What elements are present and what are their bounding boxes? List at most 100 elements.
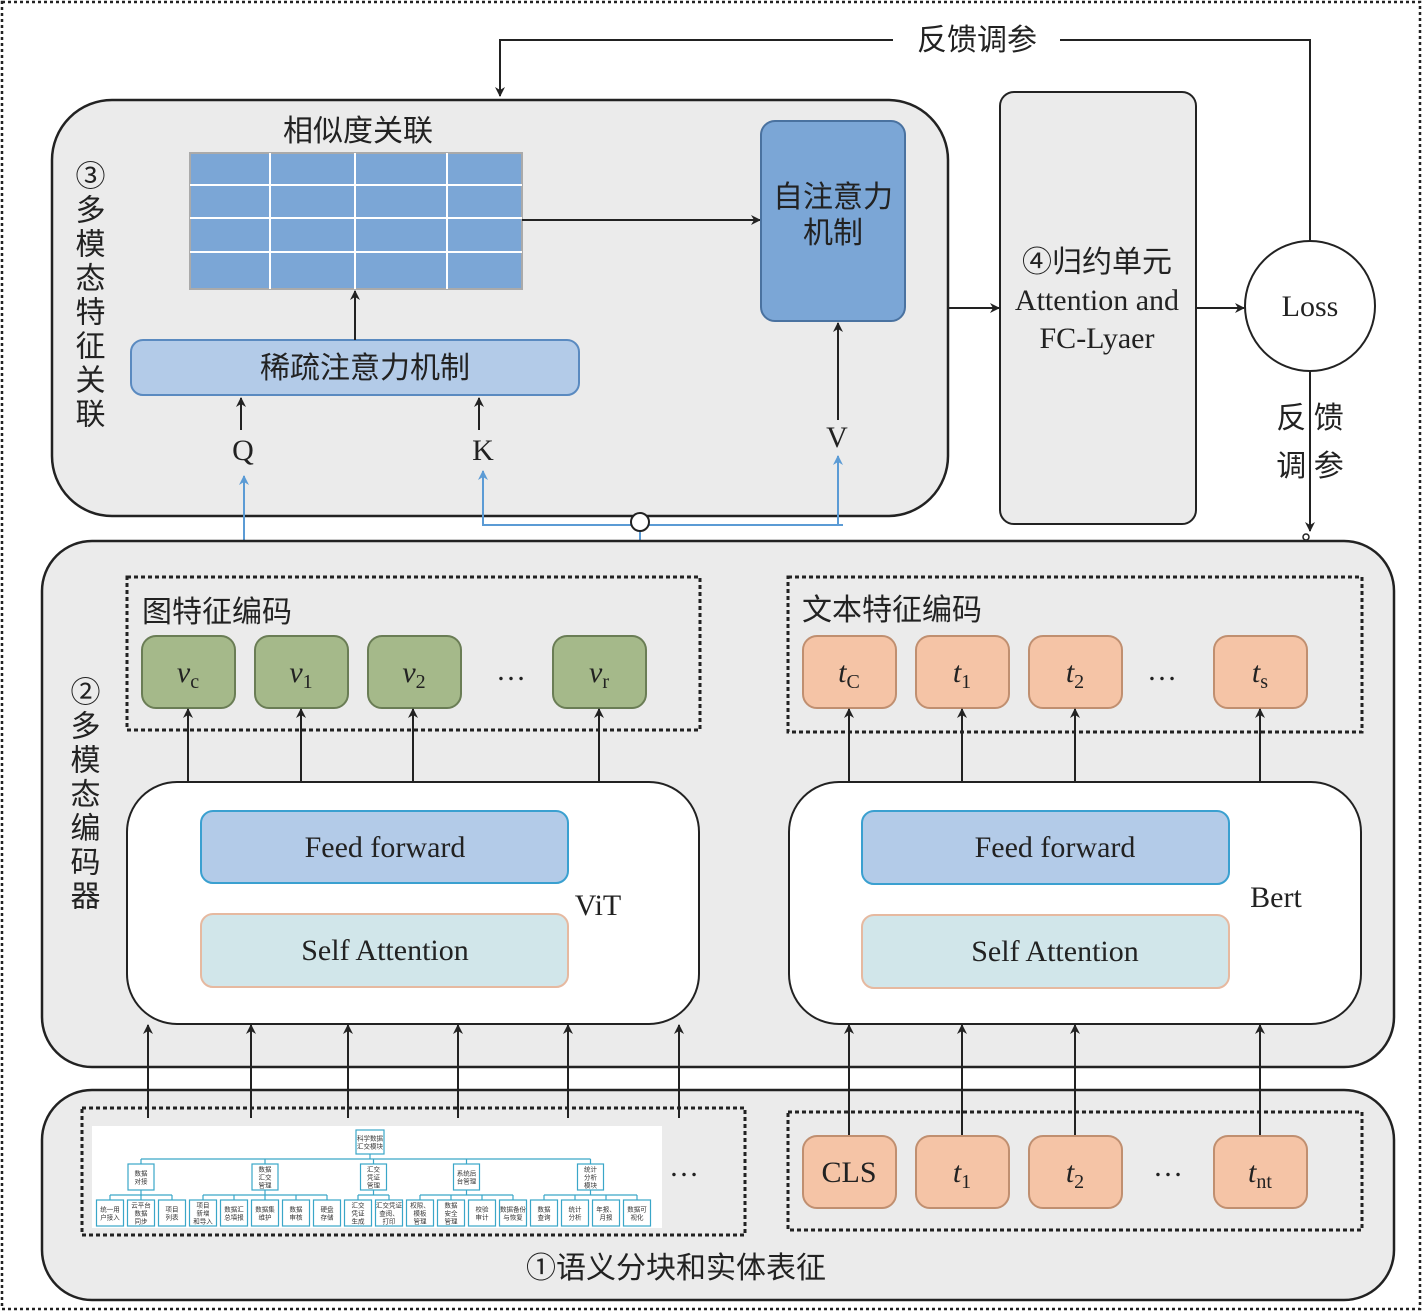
token-base: CLS (821, 1156, 876, 1189)
token-label: t1 (953, 656, 971, 693)
sparse-attention-label: 稀疏注意力机制 (260, 352, 470, 385)
module2-label: ②多模态编码器 (66, 676, 101, 914)
tree-leaf-text: 查询 (538, 1213, 552, 1222)
token-box (802, 1135, 897, 1209)
tree-leaf (436, 1199, 466, 1227)
tree-leaf-text: 打印 (383, 1217, 396, 1226)
text-token-ellipsis: … (1147, 654, 1177, 687)
q-label: Q (232, 434, 254, 467)
tree-branch-text: 台管理 (457, 1177, 477, 1186)
module3-label: ③多模态特征关联 (71, 160, 106, 432)
tree-leaf-text: 列表 (166, 1213, 180, 1222)
tree-leaf-text: 数据可 (627, 1205, 647, 1214)
tree-leaf (95, 1199, 125, 1227)
tree-branch-text: 统计 (584, 1165, 598, 1174)
tree-branch-text: 管理 (259, 1181, 273, 1190)
tree-leaf-text: 汇交 (352, 1201, 366, 1210)
token-subscript: r (602, 671, 609, 693)
encoder-input-arrows (143, 1024, 1265, 1135)
tree-leaf-text: 数据 (538, 1205, 552, 1214)
tree-leaf-text: 汇交凭证 (376, 1201, 403, 1210)
tree-leaf (560, 1199, 590, 1227)
token-label: vr (589, 656, 609, 693)
tree-leaf-text: 数据 (135, 1209, 149, 1218)
tree-leaf-text: 数据 (290, 1205, 304, 1214)
tree-leaf-text: 数据 (445, 1201, 459, 1210)
tree-branch-text: 汇交 (259, 1173, 273, 1182)
token-label: CLS (821, 1156, 876, 1189)
self-attention-mechanism-line1: 自注意力 (773, 181, 893, 214)
tree-leaf (312, 1199, 342, 1227)
token-base: t (1252, 656, 1261, 689)
tree-leaf-text: 统计 (569, 1205, 583, 1214)
bert-self-attention-label: Self Attention (971, 935, 1139, 968)
token-base: t (953, 1156, 962, 1189)
k-label: K (472, 434, 494, 467)
feedback-loop-top (495, 39, 1311, 241)
v-label: V (826, 421, 848, 454)
token-label: t1 (953, 1156, 971, 1193)
tree-leaf (622, 1199, 652, 1227)
tree-leaf (281, 1199, 311, 1227)
tree-leaf-text: 安全 (445, 1209, 459, 1218)
tree-leaf-text: 分析 (569, 1213, 583, 1222)
tree-branch-text: 凭证 (367, 1173, 381, 1182)
token-subscript: nt (1256, 1171, 1272, 1193)
tree-leaf-text: 硬盘 (321, 1205, 335, 1214)
encoder-output-arrows (183, 708, 1265, 782)
vit-feed-forward-box (200, 810, 569, 884)
tree-leaf-text: 维护 (259, 1213, 272, 1222)
tree-root-text: 汇交模块 (357, 1142, 384, 1151)
tree-leaf-text: 权限、 (410, 1201, 430, 1210)
tree-leaf-text: 视化 (631, 1213, 645, 1222)
token-base: t (1066, 656, 1075, 689)
tree-branch-text: 数据 (259, 1165, 273, 1174)
tree-leaf-text: 总填报 (224, 1213, 244, 1222)
token-subscript: 2 (1074, 671, 1084, 693)
tree-leaf-text: 新增 (197, 1209, 210, 1218)
token-base: t (1248, 1156, 1257, 1189)
token-box (1213, 1135, 1308, 1209)
token-base: v (589, 656, 603, 689)
token-subscript: 2 (416, 671, 426, 693)
tree-leaf-text: 校验 (476, 1205, 490, 1214)
tree-branch-text: 汇交 (367, 1165, 381, 1174)
tree-leaf (157, 1199, 187, 1227)
token-label: v1 (289, 656, 312, 693)
loss-label: Loss (1282, 290, 1339, 323)
tree-leaf-text: 年报、 (596, 1205, 616, 1214)
tree-leaf-text: 模板 (414, 1209, 428, 1218)
module4-line1: ④归约单元 (1022, 246, 1172, 279)
tree-leaf-text: 与恢复 (503, 1213, 523, 1222)
vit-feed-forward-label: Feed forward (305, 831, 466, 864)
tree-leaf-text: 同步 (135, 1218, 149, 1226)
tree-leaf (188, 1199, 218, 1227)
module4-line2: Attention and (1015, 284, 1179, 317)
token-base: v (402, 656, 416, 689)
token-label: t2 (1066, 656, 1084, 693)
tree-root (355, 1129, 385, 1155)
tree-leaf (343, 1199, 373, 1227)
image-encoding-group (125, 575, 702, 732)
bert-feed-forward-label: Feed forward (975, 831, 1136, 864)
tree-root-text: 科学数据 (357, 1134, 384, 1143)
text-input-group (786, 1110, 1364, 1232)
self-attention-mechanism-box (760, 120, 906, 322)
bert-feed-forward-box (861, 810, 1230, 885)
tree-branch-text: 模块 (584, 1181, 598, 1190)
tree-leaf (467, 1199, 497, 1227)
tree-leaf (498, 1199, 528, 1227)
token-subscript: 1 (961, 671, 971, 693)
image-token-ellipsis: … (496, 654, 526, 687)
tree-leaf (529, 1199, 559, 1227)
tree-leaf (250, 1199, 280, 1227)
tree-branch (127, 1163, 155, 1191)
token-subscript: C (847, 671, 860, 693)
tree-leaf (374, 1199, 404, 1227)
token-subscript: c (190, 671, 199, 693)
tree-branch-text: 数据 (135, 1169, 149, 1178)
vit-self-attention-label: Self Attention (301, 934, 469, 967)
text-encoding-title: 文本特征编码 (802, 594, 982, 627)
